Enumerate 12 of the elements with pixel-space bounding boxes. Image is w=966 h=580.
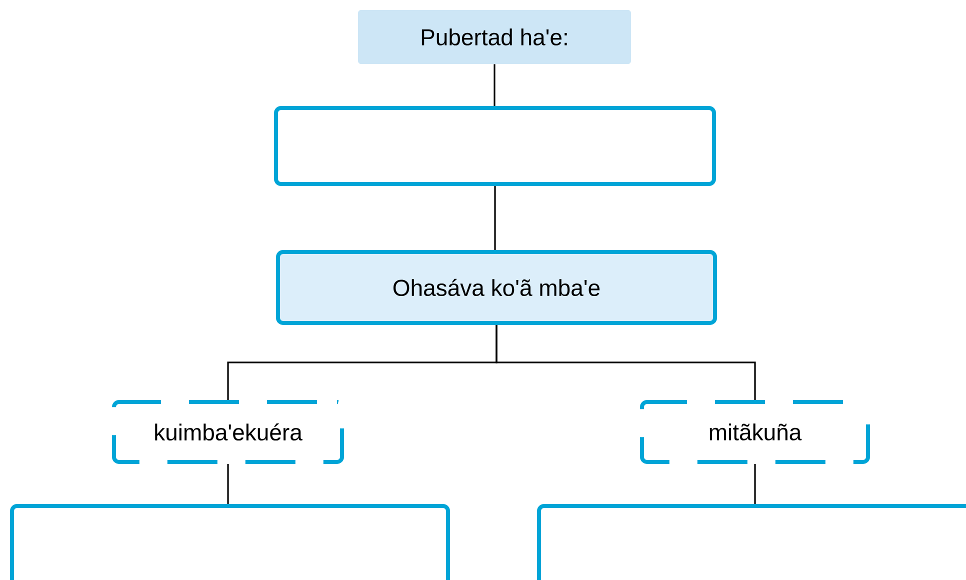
group-label-box: kuimba'ekuéra [112,400,344,464]
connector-line [494,64,496,106]
empty-box [10,504,450,580]
heading-box: Pubertad ha'e: [358,10,631,64]
connector-line [754,464,756,504]
connector-line [496,325,756,400]
process-box: Ohasáva ko'ã mba'e [276,250,717,325]
group-label-box: mitãkuña [640,400,870,464]
empty-box [274,106,716,186]
connector-line [227,464,229,504]
connector-line [494,186,496,250]
empty-box [537,504,966,580]
